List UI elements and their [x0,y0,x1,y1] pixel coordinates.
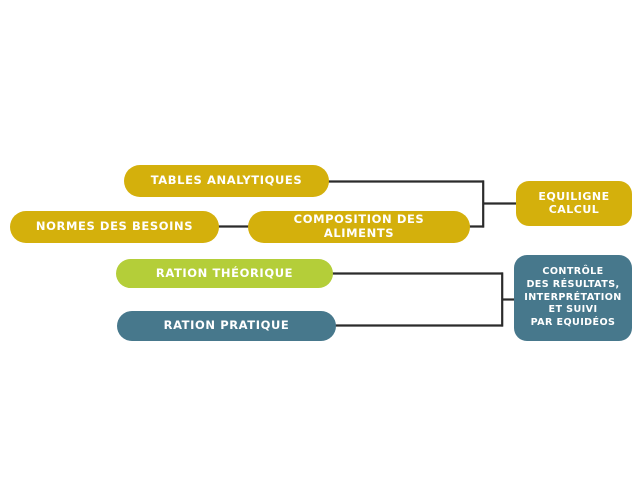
node-ration-theorique-label: RATION THÉORIQUE [155,265,294,280]
node-tables-analytiques[interactable]: TABLES ANALYTIQUES [124,165,329,197]
node-equiligne-calcul[interactable]: EQUILIGNE CALCUL [516,181,632,226]
node-composition-des-aliments-label: COMPOSITION DES ALIMENTS [293,212,425,240]
node-ration-theorique[interactable]: RATION THÉORIQUE [116,259,333,288]
node-ration-pratique-label: RATION PRATIQUE [163,318,290,333]
node-controle-suivi[interactable]: CONTRÔLE DES RÉSULTATS, INTERPRÉTATION E… [514,255,632,341]
node-ration-pratique[interactable]: RATION PRATIQUE [117,311,336,341]
node-normes-des-besoins[interactable]: NORMES DES BESOINS [10,211,219,243]
node-equiligne-calcul-label: EQUILIGNE CALCUL [538,189,610,216]
node-tables-analytiques-label: TABLES ANALYTIQUES [150,173,303,188]
node-composition-des-aliments[interactable]: COMPOSITION DES ALIMENTS [248,211,470,243]
node-normes-des-besoins-label: NORMES DES BESOINS [35,219,194,234]
node-controle-suivi-label: CONTRÔLE DES RÉSULTATS, INTERPRÉTATION E… [524,266,622,328]
